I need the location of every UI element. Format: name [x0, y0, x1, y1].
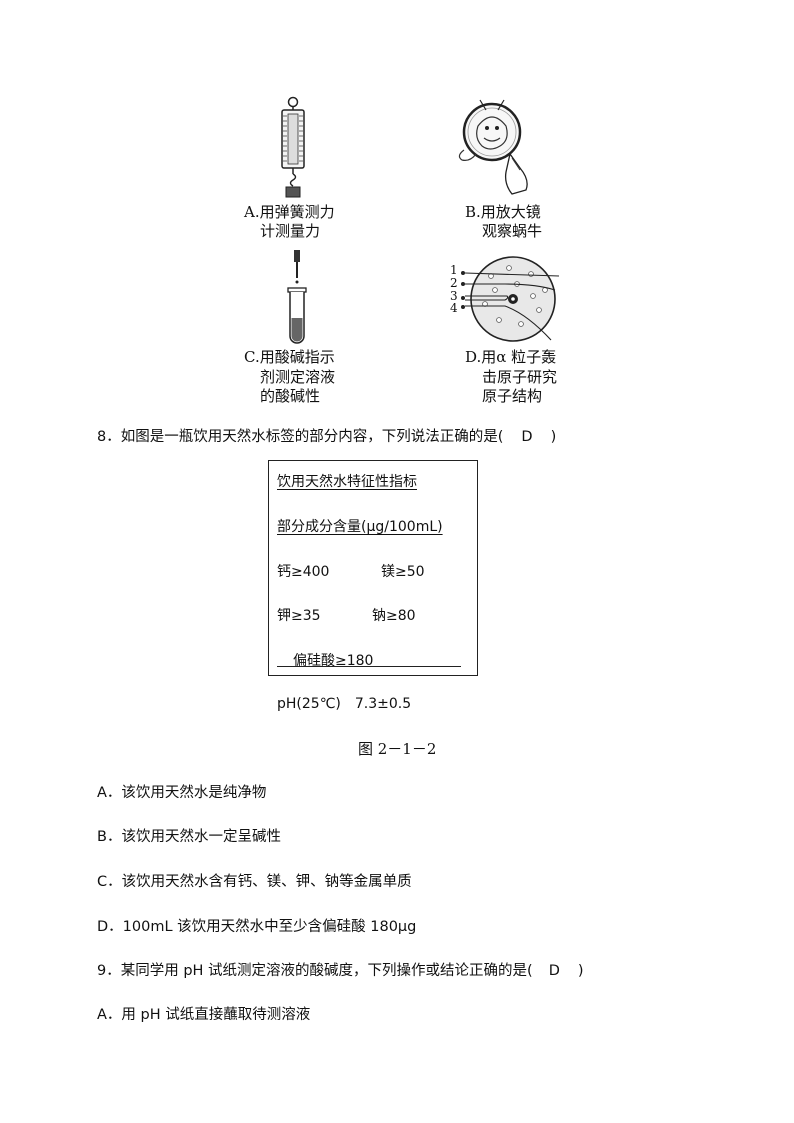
figure-c-caption-line3: 的酸碱性	[260, 387, 321, 405]
magnifier-snail-illustration	[458, 99, 528, 195]
figure-c-caption-line1: C.用酸碱指示	[244, 348, 335, 366]
question-9-option-a: A．用 pH 试纸直接蘸取待测溶液	[97, 1007, 311, 1023]
question-8-option-d: D．100mL 该饮用天然水中至少含偏硅酸 180μg	[97, 919, 417, 935]
label-bottom-rule	[277, 666, 461, 667]
label-calcium: 钙≥400	[277, 564, 330, 580]
figure-a-caption-line2: 计测量力	[260, 222, 321, 240]
label-metasilicic-acid: 偏硅酸≥180	[293, 653, 374, 669]
label-title: 饮用天然水特征性指标	[277, 474, 417, 490]
alpha-scattering-illustration	[461, 256, 560, 342]
question-8-option-c: C．该饮用天然水含有钙、镁、钾、钠等金属单质	[97, 874, 412, 890]
alpha-beam-number-1: 1	[450, 263, 458, 277]
question-9-stem-text: 9．某同学用 pH 试纸测定溶液的酸碱度，下列操作或结论正确的是(	[97, 963, 533, 979]
question-9-close-paren: )	[577, 963, 584, 979]
question-9-answer: D	[548, 963, 560, 979]
figure-d-caption-line3: 原子结构	[482, 387, 543, 405]
alpha-beam-number-2: 2	[450, 276, 458, 290]
spring-scale-illustration	[281, 96, 305, 198]
figure-d-caption-line2: 击原子研究	[482, 368, 558, 386]
figure-c-caption-line2: 剂测定溶液	[260, 368, 336, 386]
figure-a-caption-line1: A.用弹簧测力	[244, 203, 335, 221]
label-sodium: 钠≥80	[372, 608, 416, 624]
question-8-close-paren: )	[550, 429, 557, 445]
test-tube-dropper-illustration	[287, 250, 307, 344]
alpha-beam-number-4: 4	[450, 301, 458, 315]
label-magnesium: 镁≥50	[381, 564, 425, 580]
question-8-option-b: B．该饮用天然水一定呈碱性	[97, 829, 281, 845]
question-8-stem-text: 8．如图是一瓶饮用天然水标签的部分内容，下列说法正确的是(	[97, 429, 504, 445]
alpha-beam-number-3: 3	[450, 289, 458, 303]
question-9-stem: 9．某同学用 pH 试纸测定溶液的酸碱度，下列操作或结论正确的是( D)	[97, 961, 584, 981]
question-8-answer: D	[521, 429, 533, 445]
question-8-stem: 8．如图是一瓶饮用天然水标签的部分内容，下列说法正确的是( D)	[97, 427, 556, 447]
figure-b-caption-line1: B.用放大镜	[465, 203, 541, 221]
question-8-option-a: A．该饮用天然水是纯净物	[97, 785, 267, 801]
water-label-box: 饮用天然水特征性指标 部分成分含量(μg/100mL) 钙≥400 镁≥50 钾…	[268, 460, 478, 676]
label-ph-value: pH(25℃) 7.3±0.5	[277, 696, 412, 712]
figure-d-caption-line1: D.用α 粒子轰	[465, 348, 557, 366]
label-potassium: 钾≥35	[277, 608, 321, 624]
figure-b-caption-line2: 观察蜗牛	[482, 222, 543, 240]
figure-caption-2-1-2: 图 2－1－2	[358, 740, 437, 758]
label-subtitle: 部分成分含量(μg/100mL)	[277, 519, 443, 535]
